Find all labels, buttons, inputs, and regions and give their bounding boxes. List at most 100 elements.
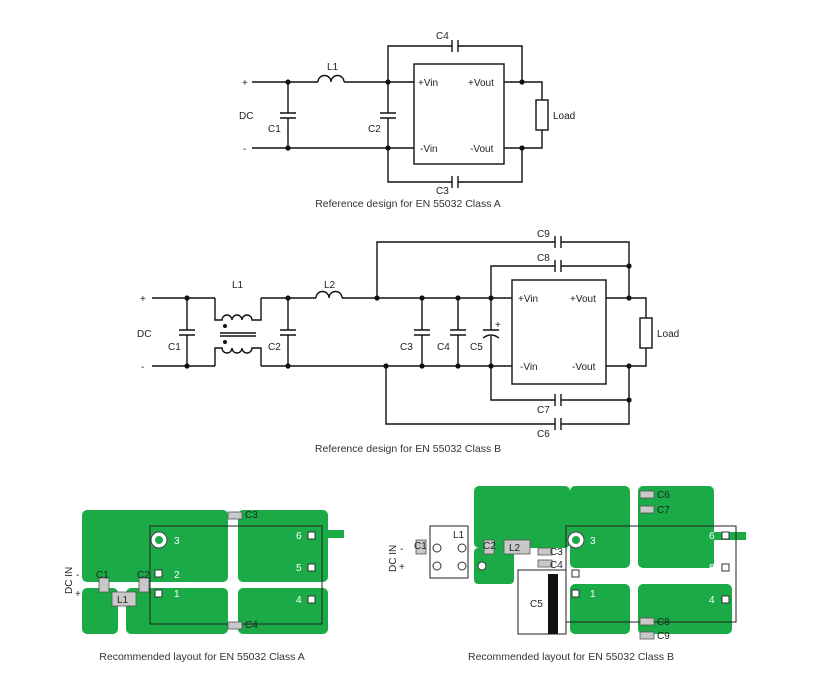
- layout-a-c4-label: C4: [245, 620, 258, 631]
- schematic-a-junctions: [285, 79, 525, 151]
- schematic-b-plus-label: +: [140, 294, 146, 305]
- schematic-a-converter-box: [413, 63, 505, 165]
- schematic-a-c3-label: C3: [436, 186, 449, 197]
- layout-b-c8-label: C8: [657, 617, 670, 628]
- schematic-a-l1-label: L1: [327, 62, 339, 73]
- schematic-b-c5-polarity: +: [495, 320, 501, 331]
- layout-a-dc-in-label: DC IN: [64, 567, 75, 594]
- layout-b-pin-3-label: 3: [590, 536, 596, 547]
- schematic-b-c1-capacitor: [179, 298, 195, 366]
- layout-b-copper-top-mid: [570, 486, 630, 568]
- schematic-b-c3-label: C3: [400, 342, 413, 353]
- schematic-b-c4-capacitor: [450, 298, 466, 366]
- layout-b-pin-6: [721, 531, 730, 540]
- schematic-b-l1-bottom-winding: [214, 347, 262, 366]
- layout-b-copper-left: [474, 548, 514, 584]
- schematic-a-c4-label: C4: [436, 31, 449, 42]
- schematic-a-c3-capacitor: [451, 176, 459, 188]
- schematic-b-c9-capacitor: [554, 236, 562, 248]
- schematic-b-l2-inductor: [315, 290, 343, 299]
- schematic-b-converter-leads: [510, 297, 512, 367]
- layout-b-c9-label: C9: [657, 631, 670, 642]
- schematic-a-l1-inductor: [317, 74, 345, 83]
- schematic-a-plus-label: +: [242, 78, 248, 89]
- layout-b-c5-stripe: [548, 574, 558, 634]
- layout-a-caption: Recommended layout for EN 55032 Class A: [99, 651, 304, 663]
- layout-b-pin-4-label: 4: [709, 595, 715, 606]
- layout-b-c5-label: C5: [530, 599, 543, 610]
- layout-a-pin-1-label: 1: [174, 589, 180, 600]
- schematic-b: + - DC L1 L2 C1 C2 C3 C4 C5 + C9 C8 C7 C…: [137, 229, 679, 455]
- layout-a-c2-label: C2: [137, 570, 150, 581]
- schematic-b-c4-label: C4: [437, 342, 450, 353]
- layout-b-c8-pad: [639, 617, 655, 626]
- schematic-b-c8-bypass: [490, 265, 629, 298]
- layout-b: 3 2 1 6 5 4 C1 C2 L1 L2 C3 C4 C5 C6 C7 C…: [388, 486, 746, 663]
- schematic-a-c1-capacitor: [280, 82, 296, 148]
- layout-a-pin-6: [307, 531, 316, 540]
- layout-a-pin-4-label: 4: [296, 595, 302, 606]
- layout-a-c1-label: C1: [96, 570, 109, 581]
- schematic-a: + - DC L1 C1 C2 C4 C3 +Vin +Vout -Vin -V…: [239, 31, 575, 210]
- layout-a-pin-5-label: 5: [296, 563, 302, 574]
- layout-b-pin-5: [721, 563, 730, 572]
- schematic-a-c4-bypass: [387, 45, 523, 82]
- layout-a-plus-label: +: [75, 589, 81, 600]
- layout-b-l1-outline: [429, 525, 469, 579]
- schematic-b-minus-label: -: [141, 362, 144, 373]
- schematic-a-load-label: Load: [553, 111, 575, 122]
- schematic-b-vin-minus-label: -Vin: [520, 362, 538, 373]
- layout-b-l1-pad-a: [457, 543, 467, 553]
- layout-b-c2-pad-b: [477, 561, 487, 571]
- schematic-b-load-resistor: [639, 317, 653, 349]
- schematic-a-minus-label: -: [243, 144, 246, 155]
- layout-b-c9-pad: [639, 631, 655, 640]
- schematic-b-c6-capacitor: [554, 418, 562, 430]
- layout-a-copper-bottom-mid: [126, 588, 228, 634]
- schematic-b-c5-capacitor: [482, 298, 500, 366]
- layout-a-copper-bottom-right: [238, 588, 328, 634]
- schematic-b-c7-label: C7: [537, 405, 550, 416]
- layout-b-pin-2-label: 2: [590, 570, 596, 581]
- layout-b-c4-pad: [537, 559, 553, 568]
- layout-a-c1-pad: [98, 577, 110, 593]
- layout-a-l1-label: L1: [117, 595, 129, 606]
- schematic-a-dc-label: DC: [239, 111, 253, 122]
- schematic-b-c6-bypass: [385, 366, 630, 425]
- schematic-b-l2-label: L2: [324, 280, 336, 291]
- schematic-b-vout-minus-label: -Vout: [572, 362, 596, 373]
- schematic-b-c9-label: C9: [537, 229, 550, 240]
- layout-b-l1-pad-b: [457, 561, 467, 571]
- schematic-a-load-resistor: [535, 99, 549, 131]
- layout-b-l2-label: L2: [509, 543, 521, 554]
- layout-b-c7-pad: [639, 505, 655, 514]
- layout-a-pin-4: [307, 595, 316, 604]
- schematic-b-c2-label: C2: [268, 342, 281, 353]
- schematic-b-l1-core: [220, 332, 256, 337]
- schematic-b-c6-label: C6: [537, 429, 550, 440]
- layout-a-pin-2-label: 2: [174, 570, 180, 581]
- schematic-b-l1-label: L1: [232, 280, 244, 291]
- schematic-a-vout-plus-label: +Vout: [468, 78, 494, 89]
- schematic-b-vout-plus-label: +Vout: [570, 294, 596, 305]
- layout-a-copper-bottom-left: [82, 588, 118, 634]
- layout-a-pin-5: [307, 563, 316, 572]
- layout-b-l2-body: [503, 539, 531, 555]
- layout-a-c4-pad: [227, 621, 243, 630]
- layout-b-minus-label: -: [400, 544, 403, 555]
- layout-b-c3-pad: [537, 547, 553, 556]
- layout-a-l1-body: [111, 591, 137, 607]
- layout-b-pin-6-label: 6: [709, 531, 715, 542]
- layout-b-l1-label: L1: [453, 530, 465, 541]
- schematic-a-c2-label: C2: [368, 124, 381, 135]
- layout-b-c2-label: C2: [483, 541, 496, 552]
- layout-b-c7-label: C7: [657, 505, 670, 516]
- schematic-b-output-wires: [606, 297, 647, 367]
- schematic-b-c8-label: C8: [537, 253, 550, 264]
- schematic-b-c3-capacitor: [414, 298, 430, 366]
- schematic-a-vout-minus-label: -Vout: [470, 144, 494, 155]
- layout-b-copper-bottom-right: [638, 584, 732, 634]
- schematic-b-l1-top-winding: [214, 298, 262, 321]
- schematic-b-junctions: [184, 263, 632, 403]
